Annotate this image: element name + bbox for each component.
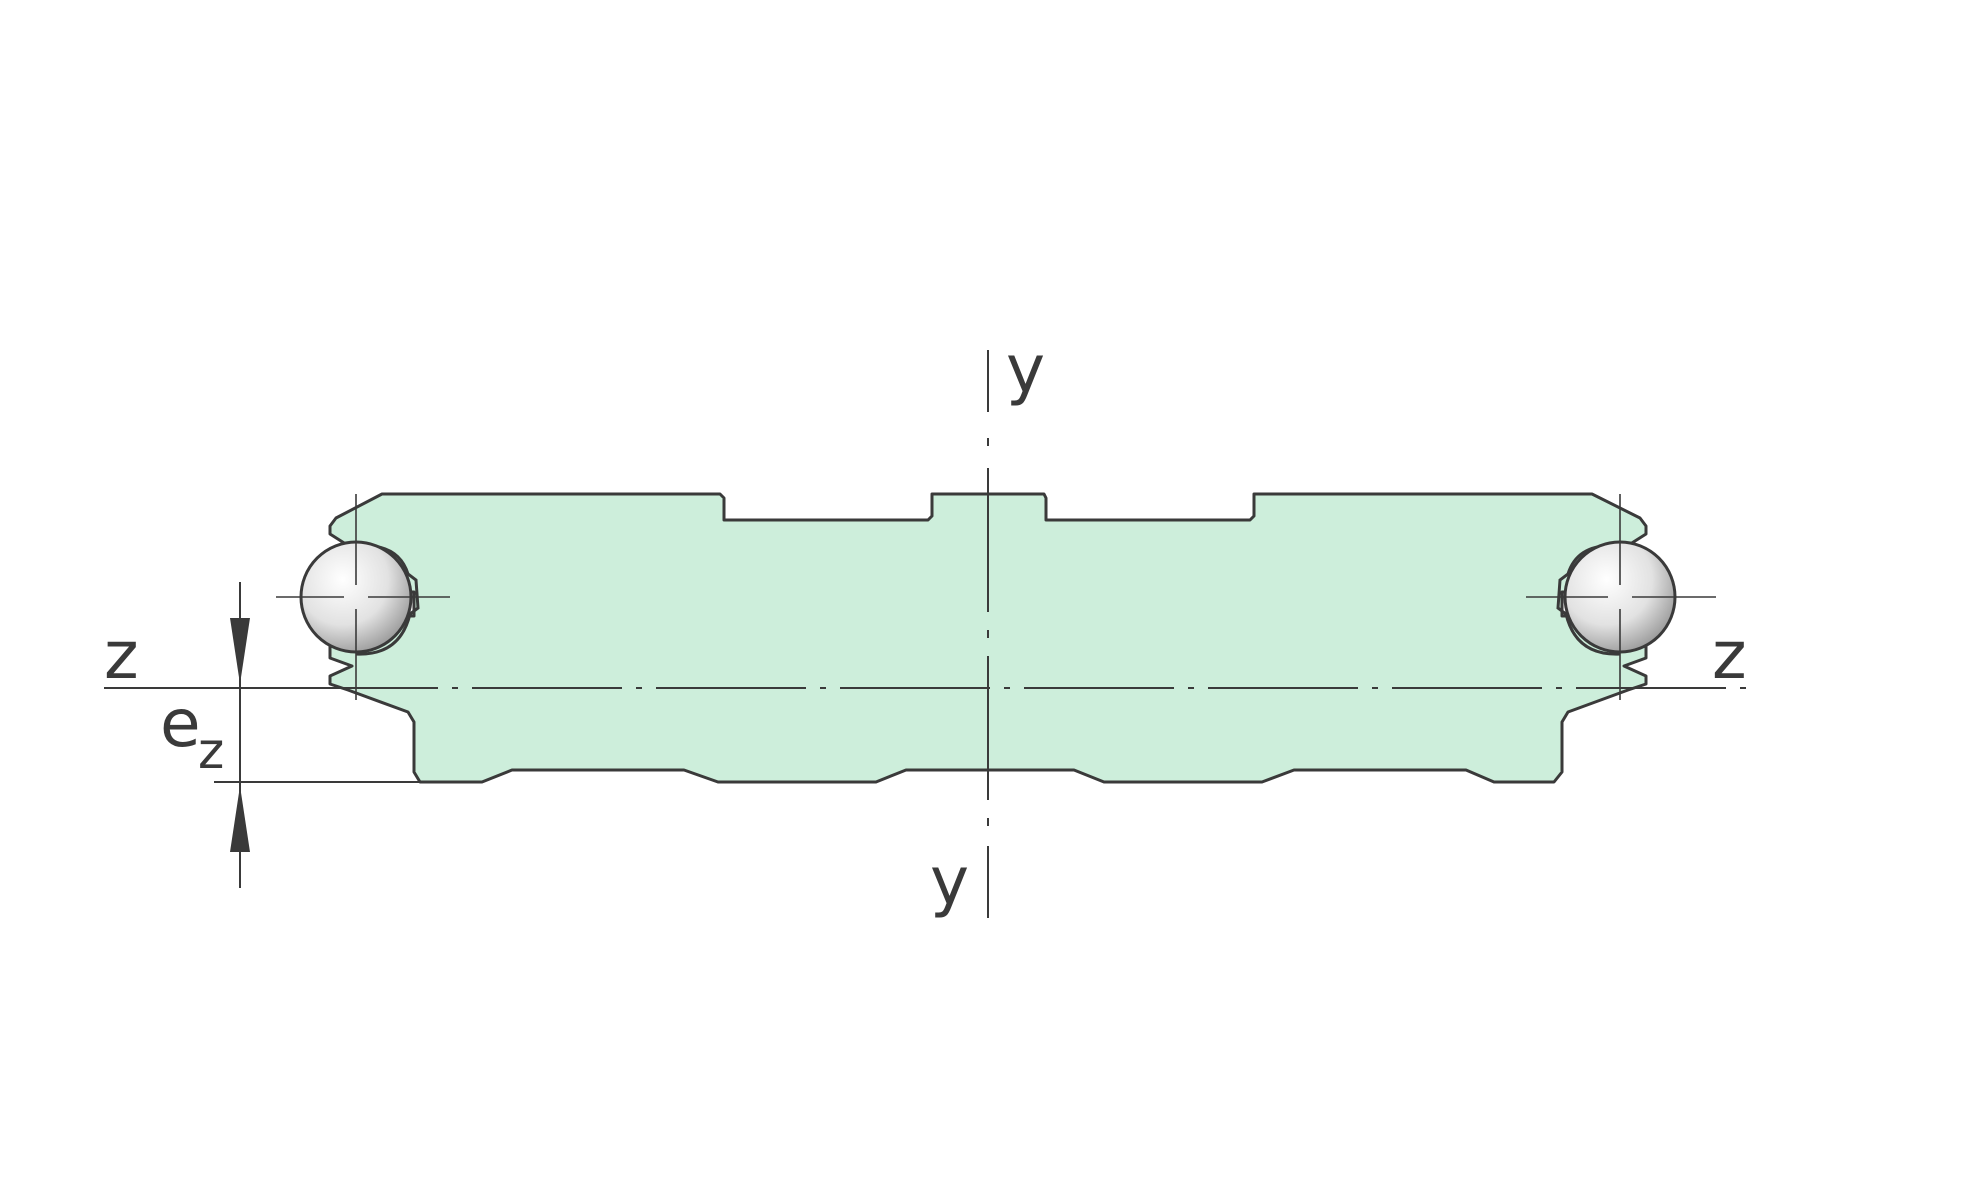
ez-label: e xyxy=(160,685,201,762)
z-axis-label-right: z xyxy=(1712,617,1747,694)
left-ball-centerlines xyxy=(276,494,450,700)
right-ball-centerlines xyxy=(1526,494,1716,700)
y-axis-label-bottom: y xyxy=(930,843,969,920)
ez-arrow-bottom xyxy=(230,786,250,852)
y-axis-label-top: y xyxy=(1006,331,1045,408)
ez-arrow-top xyxy=(230,618,250,684)
z-axis-label-left: z xyxy=(104,617,139,694)
ez-label-subscript: z xyxy=(198,722,224,780)
